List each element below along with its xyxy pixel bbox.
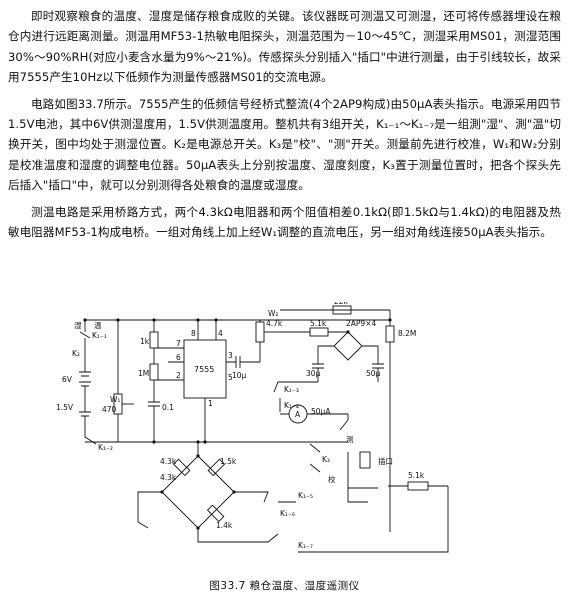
label-8-2m: 8.2M — [398, 329, 416, 338]
label-w1: W₁ — [110, 395, 120, 404]
label-5-1k: 5.1k — [408, 471, 425, 480]
circuit-diagram: 湿 温 K₁₋₁ K₂ 6V 1.5V K₁₋₂ W₁ 470 1k 1M 0.… — [56, 297, 449, 553]
label-k1-5: K₁₋₅ — [298, 491, 313, 500]
label-ce: 测 — [346, 435, 354, 444]
label-k1-3: K₁₋₃ — [284, 385, 299, 394]
label-k1-6: K₁₋₆ — [280, 509, 295, 518]
label-k1-7: K₁₋₇ — [298, 541, 313, 550]
label-50u: 50μ — [366, 369, 381, 378]
label-wen: 温 — [94, 321, 102, 330]
label-7555: 7555 — [194, 365, 214, 374]
label-4-3k-a: 4.3k — [160, 457, 177, 466]
label-pin8: 8 — [191, 329, 196, 338]
figure-caption: 图33.7 粮仓温度、湿度遥测仪 — [209, 580, 360, 592]
label-2ap9x4: 2AP9×4 — [346, 319, 376, 328]
label-6v: 6V — [62, 375, 73, 384]
label-1-4k: 1.4k — [216, 521, 233, 530]
label-1-5v: 1.5V — [56, 403, 74, 412]
label-50ua: 50μA — [311, 407, 331, 416]
label-k1-2: K₁₋₂ — [98, 443, 113, 452]
label-4-3k-b: 4.3k — [160, 473, 177, 482]
label-5-1k-top: 5.1k — [310, 319, 327, 328]
label-pin5: 5 — [228, 373, 233, 382]
label-10u: 10μ — [232, 371, 247, 380]
label-pin1: 1 — [208, 399, 213, 408]
meter-symbol: A — [295, 410, 301, 419]
label-22k: 22k — [334, 302, 349, 306]
article-text: 即时观察粮食的温度、湿度是储存粮食成败的关键。该仪器既可测温又可测湿，还可将传感… — [8, 6, 561, 248]
label-k1-1: K₁₋₁ — [92, 331, 107, 340]
label-30u: 30μ — [306, 369, 321, 378]
label-1-5k: 1.5k — [220, 457, 237, 466]
label-0-1: 0.1 — [162, 403, 174, 412]
label-k3: K₃ — [322, 455, 330, 464]
label-pin6: 6 — [176, 353, 181, 362]
label-pin4: 4 — [218, 329, 223, 338]
label-1k: 1k — [140, 337, 150, 346]
paragraph-circuit-description: 电路如图33.7所示。7555产生的低频信号经桥式整流(4个2AP9构成)由50… — [8, 96, 561, 193]
label-1m: 1M — [138, 369, 149, 378]
label-k1-4: K₁₋₄ — [284, 401, 299, 410]
label-470: 470 — [102, 405, 117, 414]
label-pin2: 2 — [176, 371, 181, 380]
label-w2: W₂ — [268, 309, 278, 318]
label-w2-value: 4.7k — [266, 319, 283, 328]
label-k2: K₂ — [72, 349, 80, 358]
label-pin3: 3 — [228, 351, 233, 360]
paragraph-intro: 即时观察粮食的温度、湿度是储存粮食成败的关键。该仪器既可测温又可测湿，还可将传感… — [8, 9, 561, 85]
label-pin7: 7 — [176, 339, 181, 348]
circuit-figure: 湿 温 K₁₋₁ K₂ 6V 1.5V K₁₋₂ W₁ 470 1k 1M 0.… — [48, 297, 488, 572]
label-jiao: 校 — [328, 474, 336, 484]
paragraph-bridge-description: 测温电路是采用桥路方式，两个4.3kΩ电阻器和两个阻值相差0.1kΩ(即1.5k… — [8, 204, 561, 240]
label-shi: 湿 — [74, 321, 82, 330]
label-chakou: 插口 — [378, 456, 393, 466]
